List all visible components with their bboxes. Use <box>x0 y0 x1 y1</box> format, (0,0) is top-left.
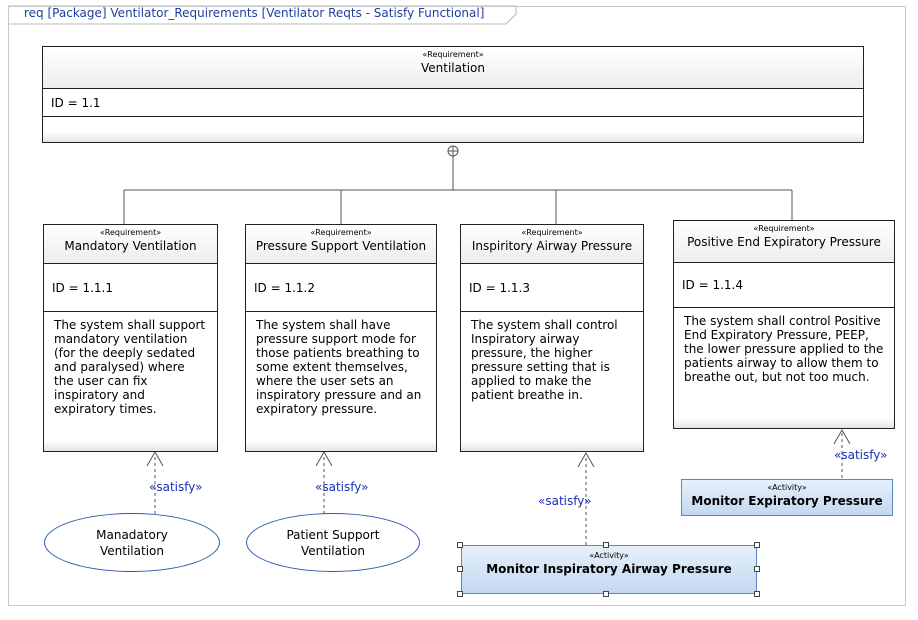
requirement-ventilation[interactable]: «Requirement» Ventilation ID = 1.1 <box>42 46 864 143</box>
usecase-patient-support-ventilation[interactable]: Patient Support Ventilation <box>246 513 420 572</box>
requirement-pressure-support-ventilation[interactable]: «Requirement» Pressure Support Ventilati… <box>245 224 437 452</box>
requirement-id: ID = 1.1.1 <box>44 264 217 312</box>
stereotype-label: «Requirement» <box>422 50 484 59</box>
requirement-positive-end-expiratory-pressure[interactable]: «Requirement» Positive End Expiratory Pr… <box>673 220 895 429</box>
selection-handle[interactable] <box>457 591 463 597</box>
activity-monitor-expiratory-pressure[interactable]: «Activity» Monitor Expiratory Pressure <box>681 479 893 516</box>
requirement-text: The system shall have pressure support m… <box>256 318 422 416</box>
selection-handle[interactable] <box>457 542 463 548</box>
containment-connector <box>123 145 793 224</box>
usecase-manadatory-ventilation[interactable]: Manadatory Ventilation <box>44 513 220 572</box>
stereotype-label: «Activity» <box>589 551 629 560</box>
requirement-id: ID = 1.1.4 <box>674 263 894 308</box>
requirement-id: ID = 1.1.2 <box>246 264 436 312</box>
satisfy-dependencies <box>154 432 843 545</box>
requirement-name: Inspiritory Airway Pressure <box>471 239 633 253</box>
stereotype-label: «Activity» <box>767 483 807 492</box>
satisfy-label-4: «satisfy» <box>834 448 888 462</box>
usecase-name: Manadatory Ventilation <box>96 527 168 558</box>
usecase-name: Patient Support Ventilation <box>286 527 380 558</box>
stereotype-label: «Requirement» <box>521 228 583 237</box>
requirement-name: Pressure Support Ventilation <box>255 239 427 253</box>
activity-name: Monitor Expiratory Pressure <box>691 494 883 508</box>
block-header: «Requirement» Pressure Support Ventilati… <box>246 225 436 264</box>
requirement-name: Positive End Expiratory Pressure <box>687 235 881 249</box>
activity-monitor-inspiratory-airway-pressure[interactable]: «Activity» Monitor Inspiratory Airway Pr… <box>461 545 757 594</box>
block-shade <box>461 441 643 451</box>
requirement-mandatory-ventilation[interactable]: «Requirement» Mandatory Ventilation ID =… <box>43 224 218 452</box>
diagram-frame-label: req [Package] Ventilator_Requirements [V… <box>24 6 485 20</box>
stereotype-label: «Requirement» <box>753 224 815 233</box>
selection-handle[interactable] <box>754 591 760 597</box>
block-header: «Requirement» Mandatory Ventilation <box>44 225 217 264</box>
selection-handle[interactable] <box>754 566 760 572</box>
block-shade <box>43 132 863 142</box>
requirement-id: ID = 1.1.3 <box>461 264 643 312</box>
satisfy-label-2: «satisfy» <box>315 480 369 494</box>
stereotype-label: «Requirement» <box>310 228 372 237</box>
requirement-name: Mandatory Ventilation <box>64 239 197 253</box>
selection-handle[interactable] <box>603 542 609 548</box>
satisfy-label-3: «satisfy» <box>538 494 592 508</box>
requirement-name: Ventilation <box>421 61 485 75</box>
block-header: «Requirement» Positive End Expiratory Pr… <box>674 221 894 263</box>
block-header: «Requirement» Ventilation <box>43 47 863 89</box>
stereotype-label: «Requirement» <box>99 228 162 237</box>
block-shade <box>674 418 894 428</box>
requirement-text: The system shall control Positive End Ex… <box>684 314 884 384</box>
satisfy-arrowheads <box>146 428 851 468</box>
activity-name: Monitor Inspiratory Airway Pressure <box>486 562 732 576</box>
requirement-text: The system shall support mandatory venti… <box>54 318 206 416</box>
selection-handle[interactable] <box>754 542 760 548</box>
selection-handle[interactable] <box>457 566 463 572</box>
block-header: «Requirement» Inspiritory Airway Pressur… <box>461 225 643 264</box>
requirement-inspiritory-airway-pressure[interactable]: «Requirement» Inspiritory Airway Pressur… <box>460 224 644 452</box>
selection-handle[interactable] <box>603 591 609 597</box>
block-shade <box>44 441 217 451</box>
diagram-frame <box>8 6 906 606</box>
block-shade <box>246 441 436 451</box>
requirement-text: The system shall control Inspiratory air… <box>471 318 618 402</box>
satisfy-label-1: «satisfy» <box>149 480 203 494</box>
requirement-id: ID = 1.1 <box>43 89 863 117</box>
